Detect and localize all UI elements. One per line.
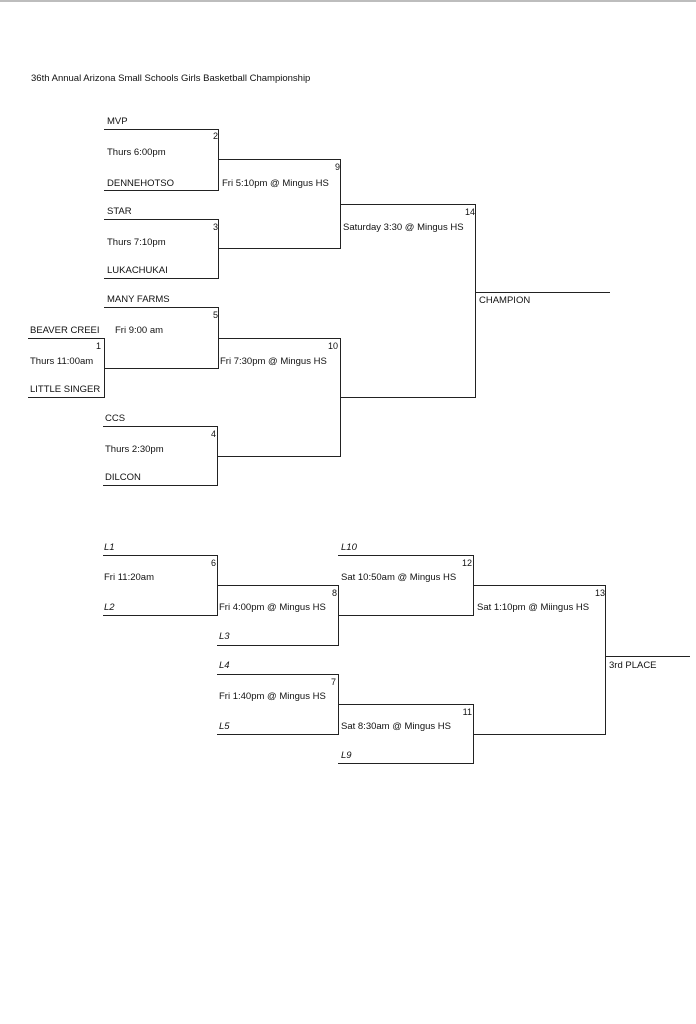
team-line	[104, 219, 218, 220]
game-time: Sat 10:50am @ Mingus HS	[341, 572, 457, 583]
team-line	[104, 278, 218, 279]
game-number: 10	[327, 341, 338, 351]
game-time: Fri 11:20am	[104, 572, 154, 583]
team-line	[218, 248, 340, 249]
game-number: 4	[210, 429, 216, 439]
team-line	[217, 585, 339, 586]
team-line	[103, 426, 218, 427]
bracket-connector	[218, 129, 219, 191]
team-line	[473, 734, 606, 735]
game-number: 1	[95, 341, 101, 351]
team-lukachukai: LUKACHUKAI	[107, 265, 168, 276]
game-time: Saturday 3:30 @ Mingus HS	[343, 222, 464, 233]
third-place-line	[605, 656, 690, 657]
team-star: STAR	[107, 206, 132, 217]
champion-label: CHAMPION	[479, 295, 531, 306]
game-time: Fri 5:10pm @ Mingus HS	[222, 178, 329, 189]
page-title: 36th Annual Arizona Small Schools Girls …	[31, 73, 311, 84]
team-line	[28, 397, 105, 398]
game-number: 13	[594, 588, 605, 598]
slot-l4: L4	[219, 660, 230, 671]
game-number: 5	[212, 310, 218, 320]
team-line	[473, 585, 606, 586]
game-time: Thurs 11:00am	[30, 356, 94, 367]
bracket-connector	[605, 585, 606, 735]
team-line	[217, 645, 339, 646]
team-mvp: MVP	[107, 116, 128, 127]
team-line	[338, 763, 474, 764]
team-line	[340, 397, 476, 398]
game-time: Thurs 6:00pm	[107, 147, 166, 158]
game-number: 9	[334, 162, 340, 172]
champion-line	[475, 292, 610, 293]
team-line	[217, 674, 339, 675]
game-number: 2	[212, 131, 218, 141]
slot-l1: L1	[104, 542, 115, 553]
team-many-farms: MANY FARMS	[107, 294, 170, 305]
bracket-connector	[218, 219, 219, 279]
game-number: 6	[210, 558, 216, 568]
third-place-label: 3rd PLACE	[609, 660, 657, 671]
game-time: Fri 1:40pm @ Mingus HS	[219, 691, 326, 702]
team-line	[338, 555, 474, 556]
game-time: Thurs 7:10pm	[107, 237, 166, 248]
slot-l10: L10	[341, 542, 357, 553]
team-dilcon: DILCON	[105, 472, 141, 483]
game-time: Thurs 2:30pm	[105, 444, 164, 455]
game-number: 7	[330, 677, 336, 687]
team-line	[28, 338, 105, 339]
team-line	[217, 456, 340, 457]
team-line	[104, 368, 218, 369]
team-line	[103, 555, 218, 556]
team-line	[340, 204, 476, 205]
slot-l9: L9	[341, 750, 352, 761]
team-line	[104, 190, 218, 191]
team-line	[104, 307, 218, 308]
team-line	[217, 734, 339, 735]
team-little-singer: LITTLE SINGER	[30, 384, 101, 395]
team-dennehotso: DENNEHOTSO	[107, 178, 175, 189]
game-time: Sat 1:10pm @ Miingus HS	[477, 602, 590, 613]
team-beaver-creek: BEAVER CREEI	[30, 325, 100, 336]
game-time: Sat 8:30am @ Mingus HS	[341, 721, 451, 732]
team-line	[218, 159, 340, 160]
game-number: 12	[461, 558, 472, 568]
team-line	[218, 338, 340, 339]
game-time: Fri 9:00 am	[115, 325, 164, 336]
game-number: 3	[212, 222, 218, 232]
team-line	[104, 129, 218, 130]
game-number: 11	[462, 707, 472, 717]
team-line	[338, 615, 474, 616]
game-time: Fri 4:00pm @ Mingus HS	[219, 602, 326, 613]
page-top-rule	[0, 0, 696, 2]
game-number: 14	[464, 207, 475, 217]
slot-l2: L2	[104, 602, 115, 613]
game-number: 8	[331, 588, 337, 598]
team-line	[338, 704, 474, 705]
team-line	[103, 615, 218, 616]
bracket-connector	[475, 204, 476, 398]
game-time: Fri 7:30pm @ Mingus HS	[220, 356, 327, 367]
slot-l5: L5	[219, 721, 230, 732]
team-line	[103, 485, 218, 486]
slot-l3: L3	[219, 631, 230, 642]
team-ccs: CCS	[105, 413, 126, 424]
